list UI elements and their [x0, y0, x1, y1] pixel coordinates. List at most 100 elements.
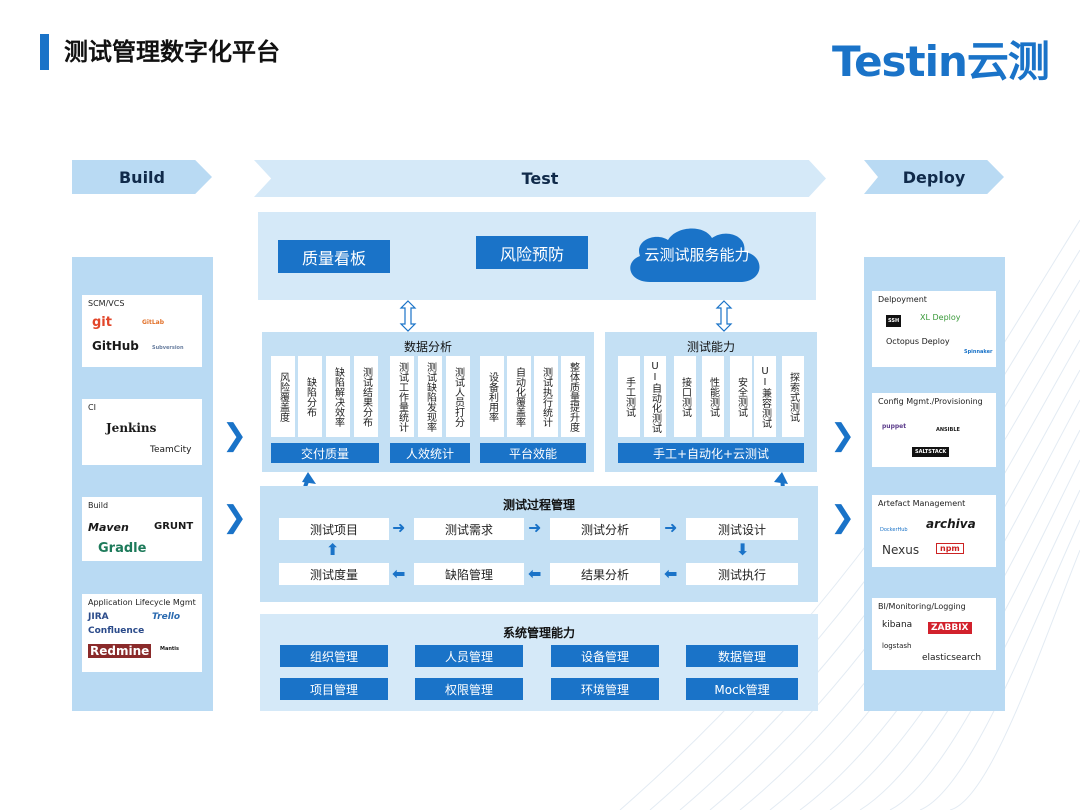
spinnaker-logo: Spinnaker [964, 349, 993, 355]
ci-card: CI Jenkins TeamCity [82, 399, 202, 465]
git-logo: git [92, 315, 112, 330]
arrow-requirement-to-analysis: ➜ [528, 518, 542, 537]
mantis-logo: Mantis [160, 646, 179, 652]
config-mgmt-card: Config Mgmt./Provisioning puppet ANSIBLE… [872, 393, 996, 467]
capability-manual: 手工测试 [618, 356, 640, 437]
quality-board-box: 质量看板 [278, 240, 390, 273]
platform-efficiency-label: 平台效能 [480, 443, 586, 463]
step-result-analysis: 结果分析 [550, 563, 660, 585]
alm-card: Application Lifecycle Mgmt JIRA Trello C… [82, 594, 202, 672]
scm-card: SCM/VCS git GitHub GitLab Subversion [82, 295, 202, 367]
dockerhub-logo: DockerHub [880, 527, 908, 533]
ansible-logo: ANSIBLE [936, 427, 960, 433]
stage-build: Build [72, 160, 212, 194]
scm-card-title: SCM/VCS [88, 299, 125, 308]
config-mgmt-card-title: Config Mgmt./Provisioning [878, 397, 983, 406]
artefact-card: Artefact Management DockerHub archiva Ne… [872, 495, 996, 567]
testin-logo: Testin云测 [832, 37, 1050, 86]
elasticsearch-logo: elasticsearch [922, 653, 982, 663]
step-test-measurement: 测试度量 [279, 563, 389, 585]
artefact-card-title: Artefact Management [878, 499, 966, 508]
build-to-test-arrow-top: ❯ [222, 418, 248, 453]
data-analysis-link-arrow [399, 300, 417, 332]
capability-security: 安全测试 [730, 356, 752, 437]
data-analysis-title: 数据分析 [403, 340, 452, 354]
github-logo: GitHub [92, 339, 139, 353]
archiva-logo: archiva [926, 517, 976, 531]
delivery-quality-label: 交付质量 [271, 443, 379, 463]
data-management: 数据管理 [686, 645, 798, 667]
arrow-design-to-execution: ⬇ [736, 540, 750, 559]
xl-deploy-logo: XL Deploy [920, 313, 961, 322]
capability-ui-automation: UI自动化测试 [644, 356, 666, 437]
arrow-defect-to-measurement: ⬅ [392, 564, 406, 583]
stage-deploy: Deploy [864, 160, 1004, 194]
environment-management: 环境管理 [551, 678, 659, 700]
test-capability-title: 测试能力 [686, 340, 735, 354]
cloud-service-label: 云测试服务能力 [644, 246, 750, 264]
process-title: 测试过程管理 [502, 498, 575, 512]
puppet-logo: puppet [882, 423, 907, 430]
capability-performance: 性能测试 [702, 356, 724, 437]
ci-card-title: CI [88, 403, 96, 412]
gradle-logo: Gradle [98, 541, 147, 556]
metric-tester-scoring: 测试人员打分 [446, 356, 470, 437]
step-test-design: 测试设计 [686, 518, 798, 540]
metric-workload-stats: 测试工作量统计 [390, 356, 414, 437]
build-tools-card-title: Build [88, 501, 109, 510]
build-tools-card: Build Maven GRUNT Gradle [82, 497, 202, 561]
teamcity-logo: TeamCity [150, 445, 192, 455]
test-capability-link-arrow [715, 300, 733, 332]
project-management: 项目管理 [280, 678, 388, 700]
mock-management: Mock管理 [686, 678, 798, 700]
step-test-project: 测试项目 [279, 518, 389, 540]
saltstack-logo: SALTSTACK [912, 447, 950, 457]
org-management: 组织管理 [280, 645, 388, 667]
step-defect-management: 缺陷管理 [414, 563, 524, 585]
metric-defect-discovery: 测试缺陷发现率 [418, 356, 442, 437]
monitoring-card: BI/Monitoring/Logging kibana ZABBIX logs… [872, 598, 996, 670]
nexus-logo: Nexus [882, 543, 920, 557]
capability-ui-compatibility: UI兼容测试 [754, 356, 776, 437]
grunt-logo: GRUNT [154, 521, 194, 532]
capability-exploratory: 探索式测试 [782, 356, 804, 437]
subversion-logo: Subversion [152, 345, 184, 351]
step-test-analysis: 测试分析 [550, 518, 660, 540]
jira-logo: JIRA [88, 612, 109, 622]
jenkins-logo: Jenkins [106, 421, 157, 435]
permission-management: 权限管理 [415, 678, 523, 700]
stage-test: Test [254, 160, 826, 197]
test-to-deploy-arrow-top: ❯ [830, 418, 856, 453]
deployment-card-title: Delpoyment [878, 295, 927, 304]
kibana-logo: kibana [882, 620, 913, 630]
logstash-logo: logstash [882, 642, 912, 650]
arrow-execution-to-result: ⬅ [664, 564, 678, 583]
step-test-requirement: 测试需求 [414, 518, 524, 540]
zabbix-logo: ZABBIX [928, 622, 972, 634]
arrow-measurement-to-project: ⬆ [326, 540, 340, 559]
arrow-project-to-requirement: ➜ [392, 518, 406, 537]
trello-logo: Trello [152, 612, 181, 622]
test-to-deploy-arrow-bottom: ❯ [830, 500, 856, 535]
redmine-logo: Redmine [88, 644, 152, 658]
octopus-deploy-logo: Octopus Deploy [886, 337, 950, 346]
efficiency-stats-label: 人效统计 [390, 443, 470, 463]
user-management: 人员管理 [415, 645, 523, 667]
metric-risk-coverage: 风险覆盖度 [271, 356, 295, 437]
system-title: 系统管理能力 [502, 626, 575, 640]
metric-test-execution-stats: 测试执行统计 [534, 356, 558, 437]
alm-card-title: Application Lifecycle Mgmt [88, 598, 196, 607]
metric-automation-coverage: 自动化覆盖率 [507, 356, 531, 437]
build-to-test-arrow-bottom: ❯ [222, 500, 248, 535]
ssh-logo: SSH [886, 315, 902, 327]
metric-quality-improvement: 整体质量提升度 [561, 356, 585, 437]
metric-defect-distribution: 缺陷分布 [298, 356, 322, 437]
confluence-logo: Confluence [88, 626, 145, 636]
npm-logo: npm [936, 543, 964, 554]
deployment-card: Delpoyment SSH XL Deploy Octopus Deploy … [872, 291, 996, 367]
arrow-analysis-to-design: ➜ [664, 518, 678, 537]
metric-test-result-distribution: 测试结果分布 [354, 356, 378, 437]
metric-defect-resolution: 缺陷解决效率 [326, 356, 350, 437]
device-management: 设备管理 [551, 645, 659, 667]
cloud-shape [630, 228, 760, 282]
